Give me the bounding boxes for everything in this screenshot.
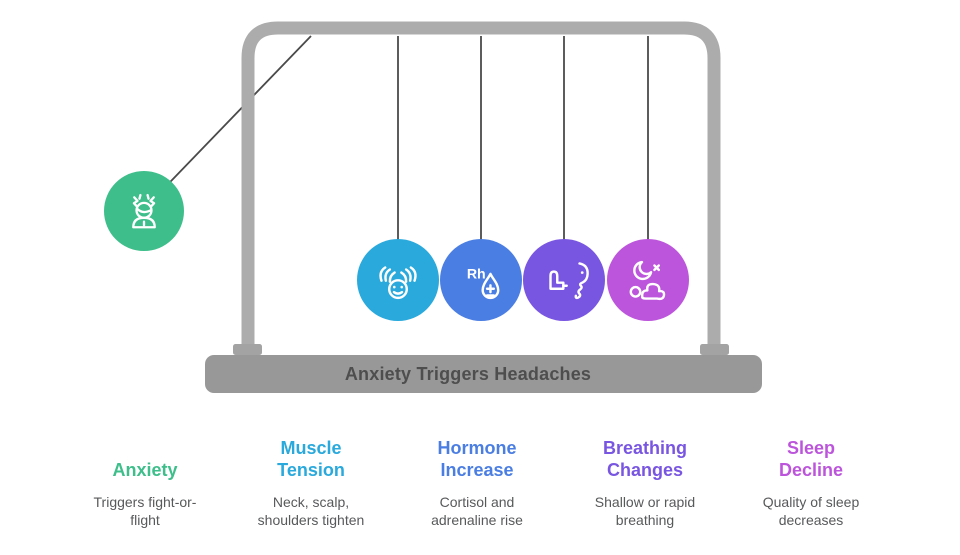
legend-description: Triggers fight-or-flight: [65, 494, 225, 530]
ball-anxiety: [104, 171, 184, 251]
legend-heading: Anxiety: [65, 432, 225, 482]
legend-sleep-decline: Sleep Decline Quality of sleep decreases: [731, 432, 891, 530]
legend-heading: Sleep Decline: [731, 432, 891, 482]
legend-breathing-changes: Breathing Changes Shallow or rapid breat…: [565, 432, 725, 530]
swung-string: [145, 35, 312, 208]
base-plate: [205, 355, 762, 393]
legend-heading-text: Anxiety: [112, 460, 178, 481]
frame-tube: [241, 21, 721, 350]
ball-hormone-increase: Rh: [440, 239, 522, 321]
ball-sleep-decline: [607, 239, 689, 321]
legend-hormone-increase: Hormone Increase Cortisol and adrenaline…: [397, 432, 557, 530]
blood-type-label: Rh: [467, 267, 486, 283]
ball-muscle-tension: [357, 239, 439, 321]
legend-heading: Muscle Tension: [231, 432, 391, 482]
legend-description: Shallow or rapid breathing: [565, 494, 725, 530]
legend-anxiety: Anxiety Triggers fight-or-flight: [65, 432, 225, 530]
legend-muscle-tension: Muscle Tension Neck, scalp, shoulders ti…: [231, 432, 391, 530]
legend-description-text: Quality of sleep decreases: [762, 494, 860, 528]
frame-foot-left: [233, 344, 262, 355]
frame-foot-right: [700, 344, 729, 355]
massage-hands-face-icon: [379, 266, 417, 300]
legend-description: Quality of sleep decreases: [731, 494, 891, 530]
legend-heading: Hormone Increase: [397, 432, 557, 482]
pendulum-strings: [145, 35, 649, 279]
legend-description-text: Neck, scalp, shoulders tighten: [257, 494, 365, 528]
diagram-title: Anxiety Triggers Headaches: [344, 363, 592, 384]
legend-heading-text: Muscle Tension: [277, 438, 345, 481]
blood-type-drop-icon: Rh: [467, 267, 500, 300]
legend-description-text: Triggers fight-or-flight: [93, 494, 197, 528]
legend-description-text: Cortisol and adrenaline rise: [431, 494, 523, 528]
inhaler-face-icon: [549, 262, 589, 300]
legend-heading-text: Sleep Decline: [778, 438, 844, 481]
legend-description-text: Shallow or rapid breathing: [594, 494, 696, 528]
legend-heading-text: Breathing Changes: [602, 438, 687, 481]
legend-description: Neck, scalp, shoulders tighten: [231, 494, 391, 530]
ball-breathing-changes: [523, 239, 605, 321]
legend-heading: Breathing Changes: [565, 432, 725, 482]
insomnia-moon-icon: [629, 260, 666, 301]
legend-description: Cortisol and adrenaline rise: [397, 494, 557, 530]
stressed-person-icon: [132, 193, 156, 229]
legend-heading-text: Hormone Increase: [437, 438, 517, 481]
